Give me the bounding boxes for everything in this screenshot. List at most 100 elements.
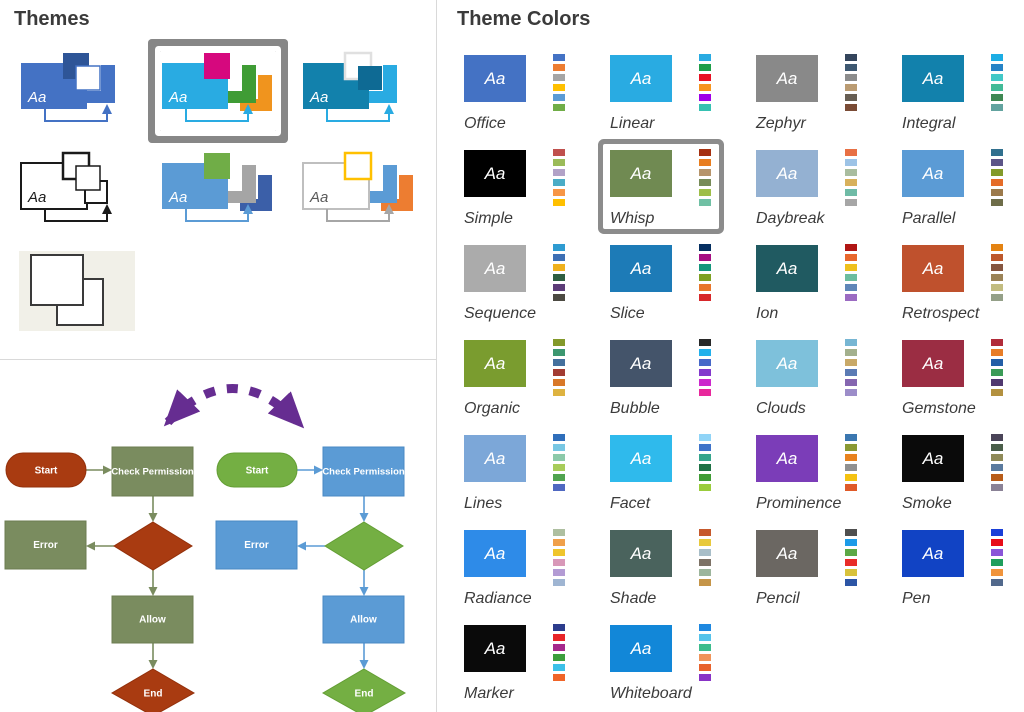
theme-thumbnail-plain[interactable] [6, 241, 147, 341]
color-chip [699, 379, 711, 386]
theme-color-label: Pen [902, 590, 931, 607]
theme-thumbnail-blue[interactable]: Aa [6, 41, 147, 141]
theme-colors-panel-title: Theme Colors [457, 8, 591, 30]
color-chip [991, 529, 1003, 536]
svg-text:End: End [355, 689, 374, 700]
theme-color-chip-strip [991, 339, 1003, 396]
color-chip [699, 264, 711, 271]
theme-color-label: Linear [610, 115, 655, 132]
theme-color-swatch: Aa [756, 55, 818, 102]
color-chip [845, 454, 857, 461]
color-chip [845, 484, 857, 491]
flowchart-node-check-permission [111, 446, 194, 497]
theme-thumbnail-outline-accent[interactable]: Aa [289, 141, 430, 241]
theme-color-chip-strip [991, 54, 1003, 111]
theme-color-swatch: Aa [902, 150, 964, 197]
svg-text:Error: Error [33, 540, 58, 551]
flowchart-node-end [110, 668, 196, 712]
theme-color-label: Prominence [756, 495, 842, 512]
color-chip [991, 74, 1003, 81]
theme-color-label: Organic [464, 400, 521, 417]
svg-text:Aa: Aa [168, 89, 187, 106]
theme-color-label: Slice [610, 305, 645, 322]
color-chip [553, 644, 565, 651]
flowchart-node-error [215, 520, 298, 570]
theme-color-label: Parallel [902, 210, 956, 227]
color-chip [991, 244, 1003, 251]
color-chip [553, 199, 565, 206]
theme-color-swatch: Aa [756, 150, 818, 197]
theme-thumbnail-simple-outline[interactable]: Aa [6, 141, 147, 241]
theme-color-chip-strip [991, 529, 1003, 586]
color-chip [553, 104, 565, 111]
color-chip [845, 264, 857, 271]
color-chip [553, 284, 565, 291]
theme-color-label: Gemstone [902, 400, 976, 417]
color-chip [845, 64, 857, 71]
color-chip [699, 654, 711, 661]
color-chip [991, 189, 1003, 196]
color-chip [699, 624, 711, 631]
color-chip [553, 654, 565, 661]
color-chip [699, 74, 711, 81]
theme-color-chip-strip [553, 149, 565, 206]
theme-thumbnail-blue-green[interactable]: Aa [147, 141, 288, 241]
color-chip [991, 444, 1003, 451]
theme-thumbnail-box [18, 251, 135, 331]
color-chip [845, 274, 857, 281]
theme-color-chip-strip [553, 54, 565, 111]
color-chip [991, 284, 1003, 291]
theme-color-chip-strip [553, 339, 565, 396]
color-chip [699, 664, 711, 671]
color-chip [991, 294, 1003, 301]
color-chip [845, 104, 857, 111]
theme-color-label: Zephyr [756, 115, 806, 132]
theme-color-chip-strip [845, 434, 857, 491]
color-chip [553, 64, 565, 71]
theme-color-label: Office [464, 115, 506, 132]
color-chip [845, 94, 857, 101]
theme-color-swatch: Aa [610, 340, 672, 387]
theme-color-swatch: Aa [902, 245, 964, 292]
theme-thumbnail-teal[interactable]: Aa [289, 41, 430, 141]
color-chip [553, 674, 565, 681]
theme-thumbnail-colorful[interactable]: Aa [147, 41, 288, 141]
svg-text:Aa: Aa [309, 89, 328, 106]
theme-color-label: Marker [464, 685, 514, 702]
